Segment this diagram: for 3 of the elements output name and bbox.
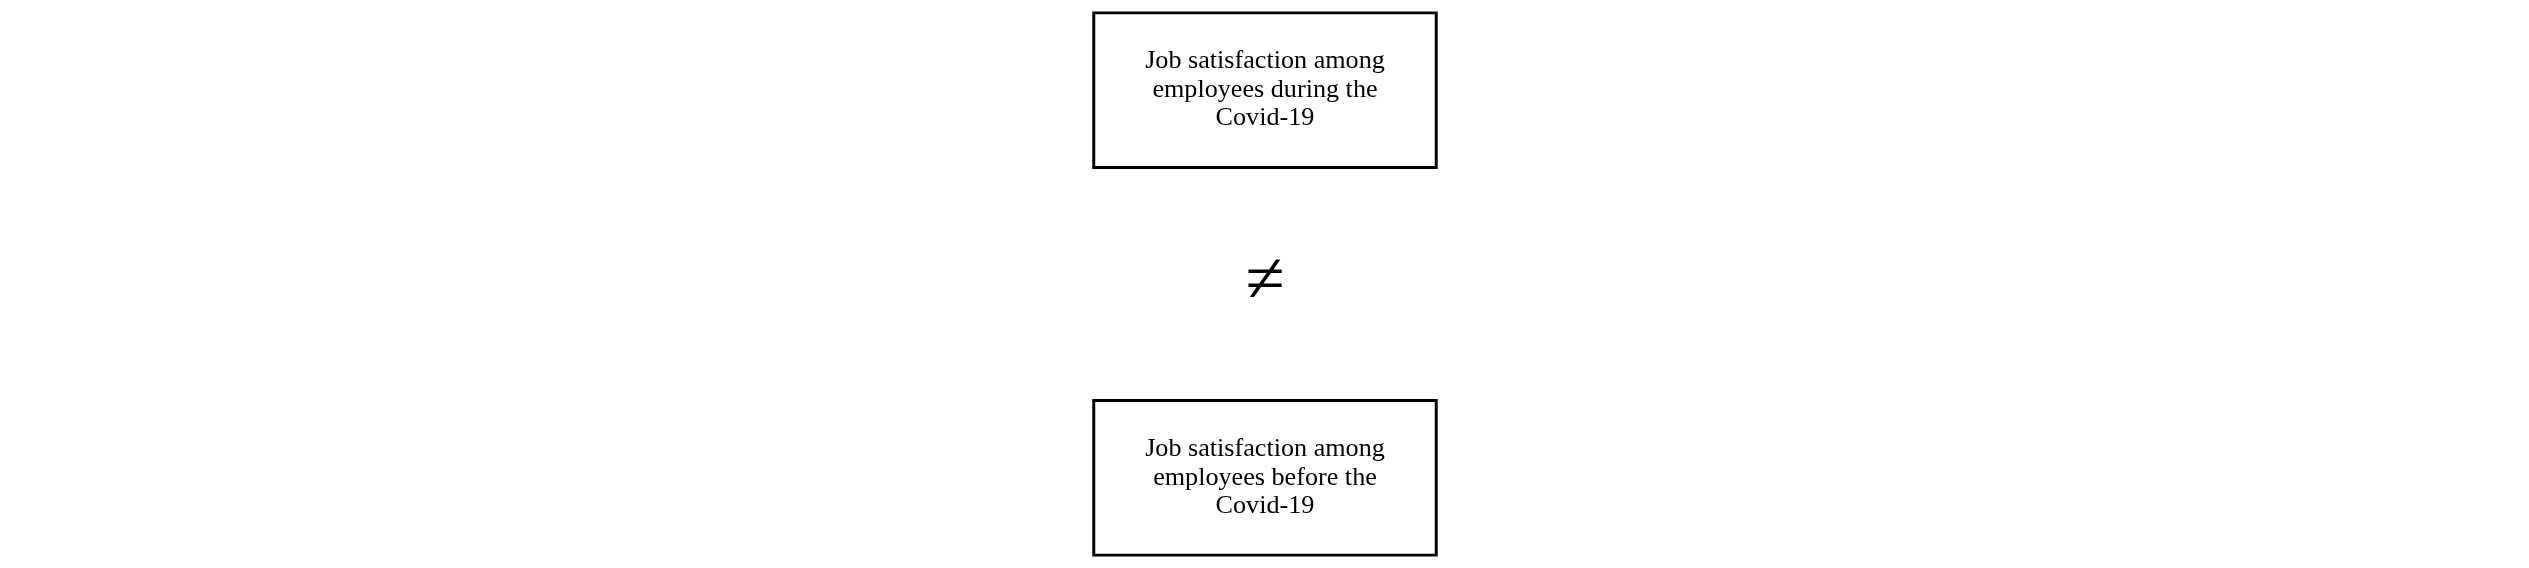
node-box: Job satisfaction among employees during the Covid-19 [1091, 11, 1438, 169]
label: ≠ [1244, 237, 1285, 317]
node-box: Job satisfaction among employees before the Covid-19 [1091, 399, 1438, 557]
